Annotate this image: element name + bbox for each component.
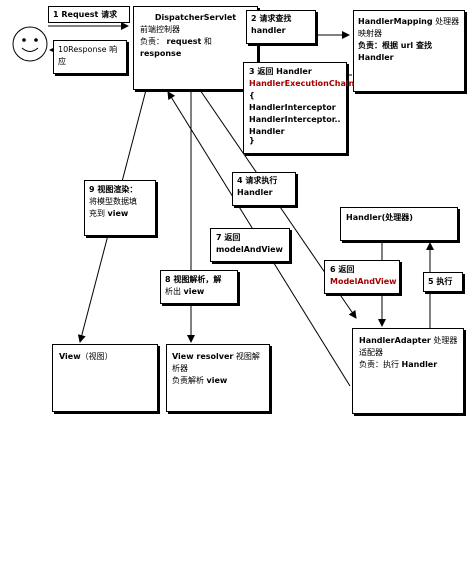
handler-adapter-box: HandlerAdapter 处理器 适配器 负责：执行 Handler — [352, 328, 464, 414]
view-resolver-box: View resolver 视图解 析器 负责解析 view — [166, 344, 270, 412]
smiley-face-icon — [12, 26, 48, 62]
step4-label: 4 请求执行 Handler — [232, 172, 296, 206]
step5-label: 5 执行 — [423, 272, 463, 292]
request-label: 1 Request 请求 — [48, 6, 130, 23]
step7-label: 7 返回 modelAndView — [210, 228, 290, 262]
response-label: 10Response 响应 — [53, 40, 127, 74]
step2-label: 2 请求查找 handler — [246, 10, 316, 44]
handler-box: Handler(处理器) — [340, 207, 458, 241]
step3-label: 3 返回 Handler HandlerExecutionChain { Han… — [243, 62, 354, 154]
view-box: View（视图） — [52, 344, 158, 412]
handler-mapping-box: HandlerMapping 处理器 映射器 负责：根据 url 查找 Hand… — [353, 10, 465, 92]
dispatcher-servlet-box: DispatcherServlet 前端控制器 负责： request 和 re… — [133, 6, 258, 90]
step9-label: 9 视图渲染： 将模型数据填 充到 view — [84, 180, 156, 236]
step6-label: 6 返回 ModelAndView — [324, 260, 400, 294]
step8-label: 8 视图解析，解 析出 view — [160, 270, 238, 304]
